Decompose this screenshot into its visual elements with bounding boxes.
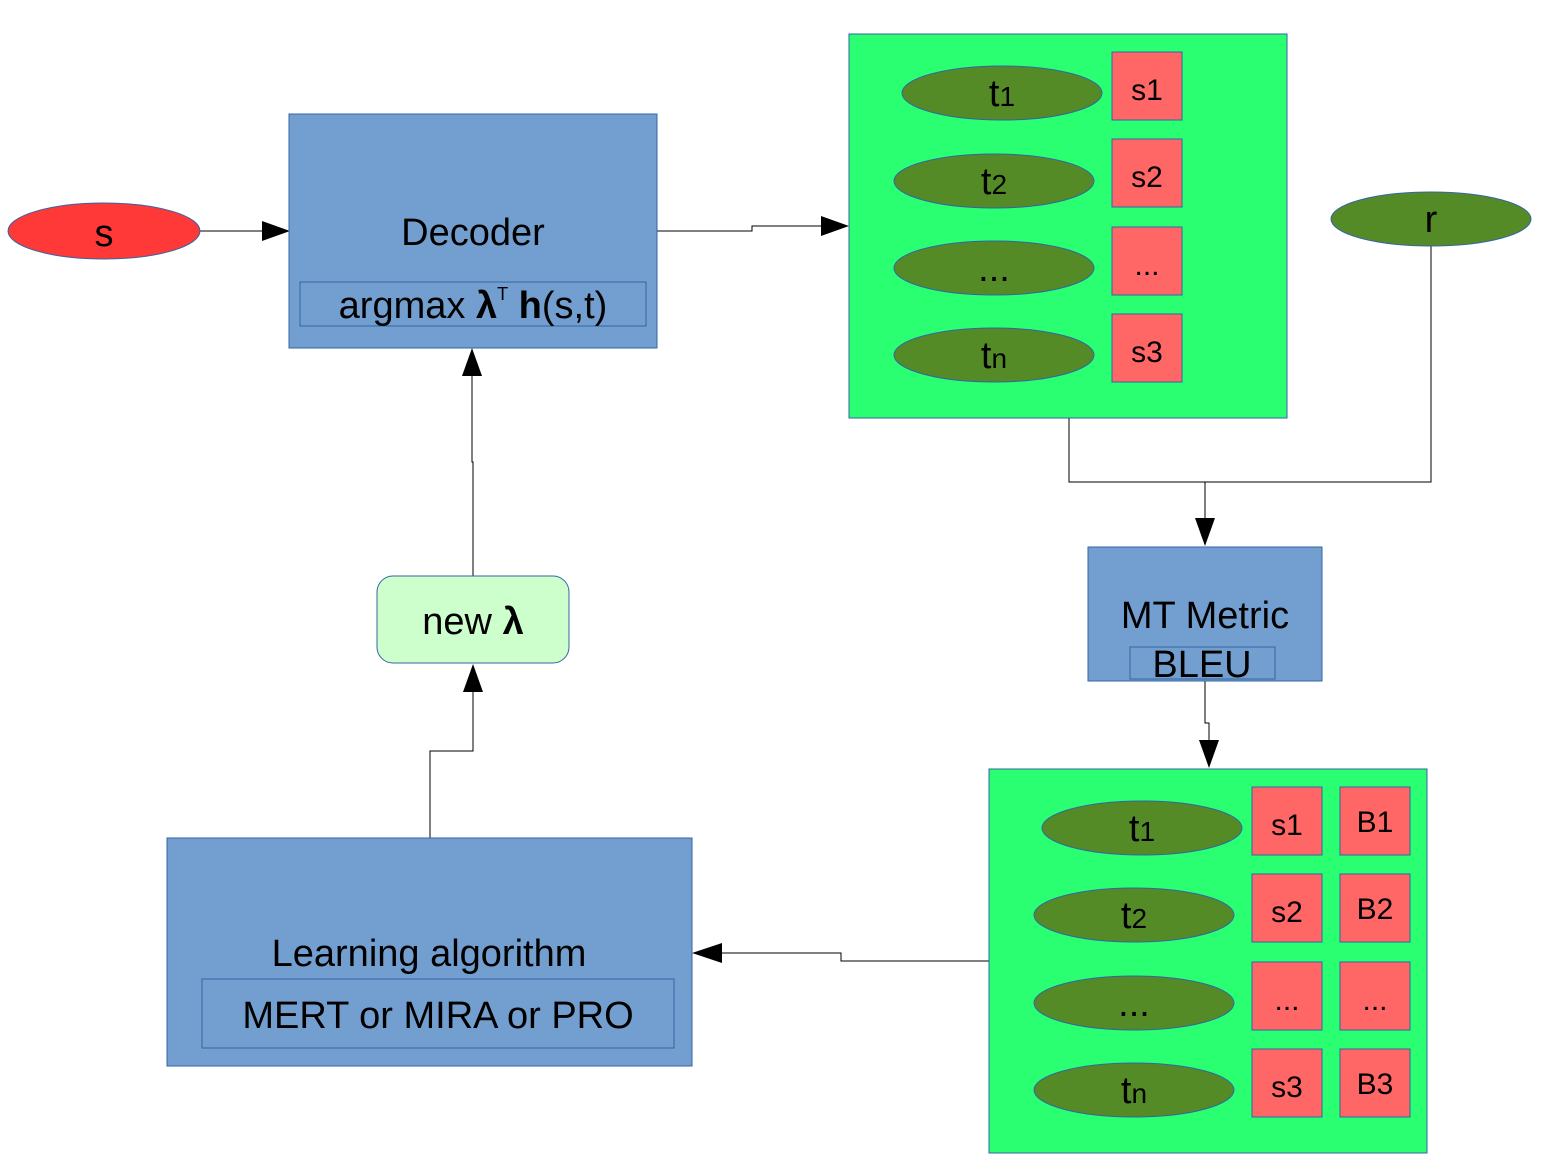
nbest-hypothesis-label: t2 [981, 161, 1007, 203]
formula-argmax: argmax [339, 285, 476, 327]
connector-nbest-to-join [1068, 418, 1205, 483]
nbest-hypothesis-label: tn [981, 335, 1007, 377]
nbest-score-label: s3 [1131, 336, 1163, 369]
decoder-rect [288, 113, 658, 349]
scored-hypothesis-ellipse [1033, 887, 1235, 943]
connectors [200, 216, 1432, 963]
scored-score-label: s2 [1271, 896, 1303, 929]
decoder-formula-frame [299, 281, 647, 327]
nbest-score-box [1111, 226, 1183, 296]
new-lambda-node: new λ [376, 575, 570, 664]
scored-bleu-box [1339, 786, 1411, 856]
decoder-title: Decoder [401, 212, 545, 254]
scored-score-box [1251, 961, 1323, 1031]
arrowhead-decoder-input [262, 221, 290, 241]
scored-hypothesis-label: t2 [1121, 895, 1147, 937]
arrowhead-scored-input [1199, 740, 1219, 768]
arrowhead-learner-input [692, 943, 722, 963]
scored-bleu-box [1339, 873, 1411, 943]
nbest-score-box [1111, 313, 1183, 383]
scored-bleu-label: B1 [1357, 806, 1394, 839]
source-label: s [95, 213, 114, 255]
scored-score-label: s1 [1271, 809, 1303, 842]
arrowhead-decoder-feedback [462, 348, 482, 376]
learner-subtitle-frame [201, 978, 675, 1049]
scored-score-label: s3 [1271, 1071, 1303, 1104]
metric-subtitle: BLEU [1152, 644, 1251, 686]
nbest-score-box [1111, 138, 1183, 208]
metric-title: MT Metric [1121, 595, 1289, 637]
arrowhead-metric-input [1195, 518, 1215, 546]
nbest-hypothesis-ellipse [901, 65, 1103, 121]
scored-score-box [1251, 786, 1323, 856]
new-lambda-rect [376, 575, 570, 664]
scored-bleu-label: B3 [1357, 1068, 1394, 1101]
nbest-score-label: s2 [1131, 161, 1163, 194]
scored-hypothesis-ellipse [1033, 975, 1235, 1031]
nbest-score-label: s1 [1131, 74, 1163, 107]
scored-bleu-label: B2 [1357, 893, 1394, 926]
connector-lambda-to-decoder [471, 376, 474, 576]
connector-r-to-join [1205, 246, 1432, 483]
connector-scored-to-learner [720, 952, 989, 962]
scored-score-box [1251, 873, 1323, 943]
connector-metric-to-scored [1204, 681, 1210, 742]
nbest-hypothesis-ellipse [893, 153, 1095, 209]
reference-ellipse [1330, 191, 1532, 247]
metric-subtitle-frame [1129, 646, 1276, 680]
nbest-panel: t1 s1 t2 s2 ... ... tn s3 [848, 33, 1288, 419]
formula-h: h [519, 285, 542, 327]
reference-label: r [1425, 199, 1438, 241]
scored-bleu-box [1339, 1048, 1411, 1118]
metric-box: MT Metric BLEU [1087, 546, 1323, 686]
formula-space [508, 285, 519, 327]
formula-args: (s,t) [542, 285, 607, 327]
scored-hypothesis-ellipse [1033, 1062, 1235, 1118]
learner-box: Learning algorithm MERT or MIRA or PRO [166, 837, 693, 1067]
nbest-hypothesis-label: t1 [989, 73, 1015, 115]
scored-hypothesis-label: ... [1118, 983, 1150, 1025]
formula-transpose: T [497, 284, 508, 304]
scored-score-box [1251, 1048, 1323, 1118]
nbest-hypothesis-ellipse [893, 327, 1095, 383]
nbest-hypothesis-ellipse [893, 240, 1095, 296]
connector-learner-to-lambda [429, 692, 474, 838]
scored-bleu-box [1339, 961, 1411, 1031]
decoder-box: Decoder argmax λT h(s,t) [288, 113, 658, 349]
learner-title: Learning algorithm [272, 933, 587, 975]
decoder-formula: argmax λT h(s,t) [339, 284, 608, 327]
source-ellipse [7, 202, 201, 260]
connector-decoder-to-nbest [657, 225, 822, 232]
learner-subtitle: MERT or MIRA or PRO [242, 995, 633, 1037]
nbest-score-label: ... [1134, 249, 1159, 282]
scored-hypothesis-ellipse [1041, 800, 1243, 856]
metric-rect [1087, 546, 1323, 682]
arrowhead-nbest-input [821, 216, 849, 236]
scored-hypothesis-label: t1 [1129, 808, 1155, 850]
nbest-hypothesis-label: ... [978, 248, 1010, 290]
scored-hypothesis-label: tn [1121, 1070, 1147, 1112]
nbest-score-box [1111, 51, 1183, 121]
new-lambda-label: new λ [422, 601, 523, 643]
scored-score-label: ... [1274, 984, 1299, 1017]
scored-bleu-label: ... [1362, 984, 1387, 1017]
scored-panel: t1 s1 B1 t2 s2 B2 ... ... ... tn s3 B3 [988, 768, 1428, 1154]
reference-node: r [1330, 191, 1532, 247]
source-node: s [7, 202, 201, 260]
formula-lambda: λ [476, 285, 497, 327]
arrowhead-lambda-input [463, 664, 483, 692]
learner-rect [166, 837, 693, 1067]
